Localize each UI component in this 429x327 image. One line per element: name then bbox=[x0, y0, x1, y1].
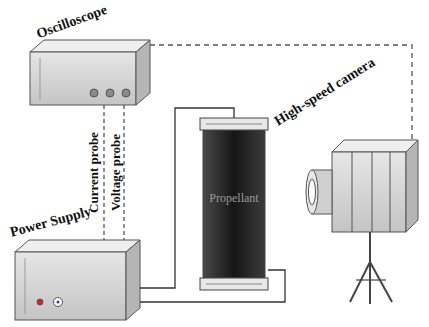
power-supply: Power Supply bbox=[15, 240, 140, 320]
oscilloscope: Oscilloscope bbox=[30, 40, 150, 105]
high-speed-camera: High-speed camera bbox=[305, 140, 420, 250]
probe-line bbox=[150, 45, 412, 140]
tripod bbox=[350, 232, 392, 304]
node-label: High-speed camera bbox=[272, 55, 377, 128]
camera-drawing bbox=[306, 140, 418, 232]
node-label: Power Supply bbox=[9, 204, 93, 239]
probe-line bbox=[123, 105, 124, 240]
oscilloscope-drawing bbox=[30, 40, 150, 105]
probe-label: Voltage probe bbox=[108, 134, 121, 211]
node-label: Propellant bbox=[209, 192, 258, 204]
node-label: Oscilloscope bbox=[35, 3, 109, 41]
probe-line bbox=[103, 105, 104, 240]
power-supply-drawing bbox=[15, 240, 140, 320]
wire bbox=[140, 270, 285, 302]
probe-label: Current probe bbox=[87, 132, 100, 213]
propellant-drawing bbox=[200, 118, 268, 290]
propellant-column: Propellant bbox=[200, 118, 268, 290]
